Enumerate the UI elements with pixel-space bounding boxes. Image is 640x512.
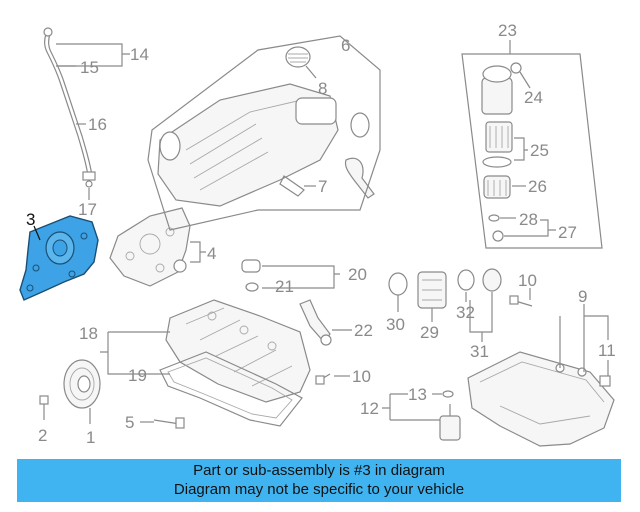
cover-plate-part-4[interactable] [109, 207, 191, 287]
sensor-part-20[interactable] [241, 259, 261, 273]
banner-line-disclaimer: Diagram may not be specific to your vehi… [173, 481, 465, 498]
drain-plug-part-11[interactable] [599, 375, 611, 387]
fitting-part-31[interactable] [482, 268, 502, 292]
bolt-part-2[interactable] [39, 395, 49, 420]
callout-13: 13 [408, 385, 427, 404]
callout-19: 19 [128, 366, 147, 385]
banner-line-part: Part or sub-assembly is #3 in diagram [193, 462, 445, 479]
callout-26: 26 [528, 177, 547, 196]
callout-6: 6 [341, 36, 350, 55]
callout-10-upper: 10 [518, 271, 537, 290]
valve-cover-part-18[interactable] [165, 299, 311, 403]
callout-15: 15 [80, 58, 99, 77]
callout-4: 4 [207, 244, 216, 263]
pulley-part-1[interactable] [63, 359, 101, 409]
bolt-part-10-lower[interactable] [315, 373, 331, 385]
callout-3[interactable]: 3 [26, 210, 35, 229]
callout-21: 21 [275, 277, 294, 296]
callout-28: 28 [519, 210, 538, 229]
callout-8: 8 [318, 79, 327, 98]
info-banner: Part or sub-assembly is #3 in diagram Di… [17, 459, 621, 502]
callout-18: 18 [79, 324, 98, 343]
callout-1: 1 [86, 428, 95, 447]
callout-20: 20 [348, 265, 367, 284]
callout-31: 31 [470, 342, 489, 361]
dipstick[interactable] [43, 27, 96, 188]
callout-9: 9 [578, 287, 587, 306]
oil-cooler-part-29[interactable] [417, 271, 447, 322]
oil-pan-part-9[interactable] [467, 351, 615, 447]
callout-24: 24 [524, 88, 543, 107]
callout-12: 12 [360, 399, 379, 418]
seal-part-30[interactable] [388, 272, 408, 312]
sensor-part-12[interactable] [439, 404, 461, 441]
callout-10-lower: 10 [352, 367, 371, 386]
callout-16: 16 [88, 115, 107, 134]
bolt-part-5[interactable] [153, 417, 185, 429]
oil-filter-housing-part-24[interactable] [481, 62, 531, 115]
callout-22: 22 [354, 321, 373, 340]
callout-17: 17 [78, 200, 97, 219]
bolt-part-10-upper[interactable] [509, 295, 533, 307]
callout-25: 25 [530, 141, 549, 160]
callout-5: 5 [125, 413, 134, 432]
callout-7: 7 [318, 177, 327, 196]
intake-manifold-part-6[interactable] [157, 46, 375, 207]
callout-30: 30 [386, 315, 405, 334]
gasket-part-19[interactable] [159, 351, 303, 427]
timing-cover-part-3[interactable] [19, 215, 99, 301]
callout-27: 27 [558, 223, 577, 242]
callout-29: 29 [420, 323, 439, 342]
callout-2: 2 [38, 426, 47, 445]
callout-14: 14 [130, 45, 149, 64]
callout-11: 11 [598, 341, 616, 360]
seal-part-32[interactable] [457, 269, 475, 291]
oil-filter-part-25[interactable] [482, 121, 513, 168]
sensor-part-22[interactable] [299, 299, 332, 346]
filter-cap-part-26[interactable] [483, 175, 511, 199]
callout-23: 23 [498, 21, 517, 40]
callout-32: 32 [456, 303, 475, 322]
